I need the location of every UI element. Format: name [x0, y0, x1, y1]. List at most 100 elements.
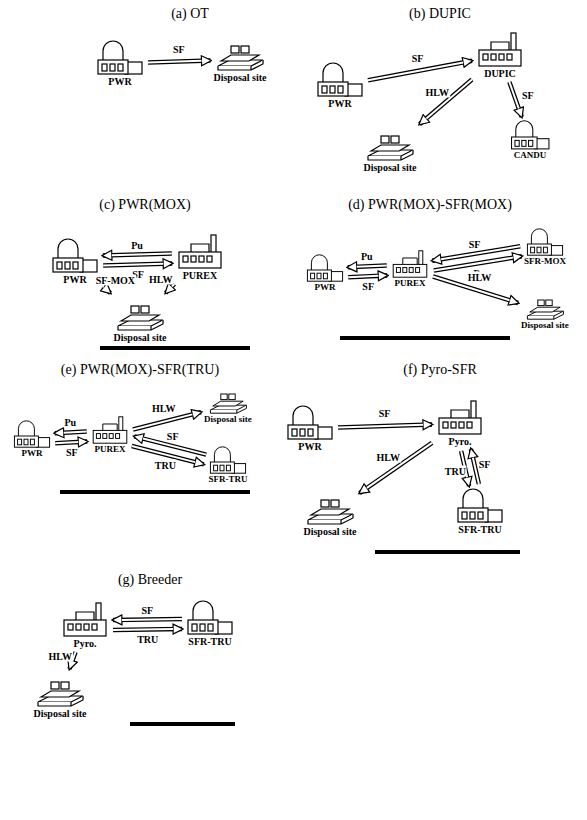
flow-label: HLW — [151, 403, 177, 414]
facility-icon — [305, 254, 345, 283]
arrow-core — [64, 432, 87, 433]
facility-label: PUREX — [395, 279, 426, 289]
panel-title: (d) PWR(MOX)-SFR(MOX) — [348, 197, 512, 213]
panel-title: (e) PWR(MOX)-SFR(TRU) — [61, 362, 219, 378]
panel-bar — [375, 550, 520, 554]
arrow-core — [102, 285, 105, 288]
flow-arrow — [55, 432, 87, 434]
facility-label: Disposal site — [204, 415, 252, 425]
flow-label: TRU — [136, 634, 159, 645]
facility-label: DUPIC — [484, 68, 516, 79]
flow-label: Pu — [360, 251, 374, 262]
flow-label: SF-MOX — [95, 275, 136, 286]
panel-bar — [340, 336, 510, 340]
facility-label: PWR — [315, 283, 336, 293]
facility-icon — [175, 234, 225, 270]
facility-icon — [60, 602, 110, 638]
arrow-shaft — [103, 263, 172, 265]
facility-icon — [12, 420, 52, 449]
facility-label: PUREX — [95, 445, 126, 455]
flow-label: SF — [166, 430, 180, 441]
flow-arrow — [133, 412, 201, 429]
facility-node: CANDU — [509, 120, 552, 160]
facility-node: PWR — [285, 405, 335, 452]
flow-arrow — [103, 263, 172, 265]
arrow-shaft — [113, 629, 182, 630]
arrow-shaft — [55, 442, 87, 444]
facility-icon — [285, 405, 335, 441]
flow-label: SF — [411, 52, 425, 63]
facility-icon — [315, 62, 365, 98]
facility-node: PUREX — [90, 416, 130, 455]
flow-label: HLW — [376, 452, 402, 463]
facility-node: SFR-TRU — [185, 600, 235, 647]
facility-icon — [525, 292, 565, 321]
facility-label: PWR — [108, 76, 131, 87]
facility-label: PWR — [63, 274, 86, 285]
flow-label: HLW — [425, 86, 451, 97]
arrow-core — [122, 618, 182, 621]
flow-label: SF — [361, 281, 375, 292]
flow-arrow — [113, 619, 182, 620]
panel-title: (f) Pyro-SFR — [403, 362, 477, 378]
flow-arrow — [348, 265, 387, 267]
facility-label: Disposal site — [521, 321, 569, 331]
flow-label: TRU — [154, 459, 177, 470]
facility-label: SFR-TRU — [458, 524, 501, 535]
facility-icon — [455, 488, 505, 524]
arrow-shaft — [148, 60, 210, 62]
flow-arrow — [368, 61, 472, 81]
facility-icon — [390, 250, 430, 279]
facility-icon — [35, 672, 85, 708]
flow-arrow — [338, 424, 432, 427]
facility-node: SFR-TRU — [208, 446, 248, 485]
facility-label: Disposal site — [303, 526, 356, 537]
arrow-shaft — [368, 61, 472, 81]
flow-label: HLW — [467, 272, 493, 283]
facility-label: SFR-TRU — [208, 475, 247, 485]
facility-icon — [305, 490, 355, 526]
flow-label: SF — [140, 604, 154, 615]
facility-node: Pyro. — [435, 400, 485, 447]
facility-node: Pyro. — [60, 602, 110, 649]
arrow-core — [103, 264, 163, 266]
arrow-shaft — [166, 284, 175, 293]
facility-node: SFR-TRU — [455, 488, 505, 535]
arrow-shaft — [360, 443, 432, 493]
facility-icon — [208, 446, 248, 475]
facility-icon — [509, 120, 552, 151]
facility-icon — [208, 386, 248, 415]
flow-label: Pu — [63, 417, 77, 428]
arrow-core — [368, 62, 463, 80]
arrow-shaft — [338, 424, 432, 427]
facility-label: PWR — [22, 449, 43, 459]
flow-arrow — [148, 60, 210, 62]
facility-node: PWR — [50, 238, 100, 285]
facility-icon — [525, 228, 565, 257]
facility-node: Disposal site — [363, 126, 416, 173]
arrow-core — [509, 82, 518, 109]
arrow-shaft — [348, 275, 387, 277]
facility-icon — [185, 600, 235, 636]
arrow-core — [357, 265, 387, 266]
flow-label: SF — [172, 43, 186, 54]
flow-label: SF — [521, 90, 535, 101]
facility-label: PWR — [298, 441, 321, 452]
facility-node: Disposal site — [113, 296, 166, 343]
arrow-core — [338, 425, 423, 428]
facility-label: SFR-MOX — [524, 257, 566, 267]
facility-node: Disposal site — [303, 490, 356, 537]
facility-icon — [365, 126, 415, 162]
facility-icon — [215, 36, 265, 72]
facility-label: PUREX — [183, 270, 217, 281]
arrow-core — [55, 442, 78, 443]
panel-bar — [60, 490, 250, 494]
flow-arrow — [420, 79, 472, 124]
facility-node: DUPIC — [475, 32, 525, 79]
flow-arrow — [348, 275, 387, 277]
facility-icon — [435, 400, 485, 436]
arrow-shaft — [103, 286, 110, 293]
panel-bar — [130, 722, 235, 726]
